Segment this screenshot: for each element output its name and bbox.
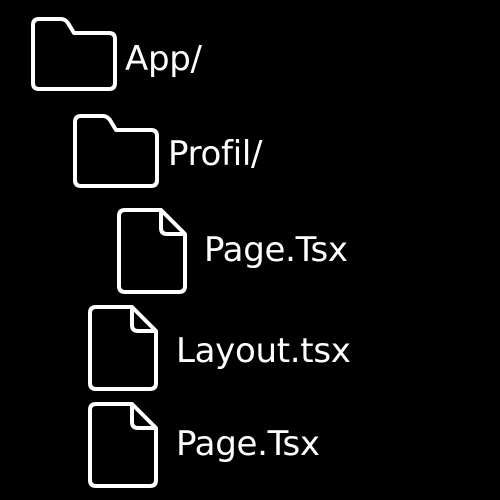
folder-icon — [73, 114, 159, 188]
tree-item-label: App/ — [125, 39, 202, 79]
tree-item-label: Profil/ — [168, 134, 263, 174]
folder-icon — [31, 17, 117, 91]
file-icon — [117, 208, 187, 294]
tree-item-label: Page.Tsx — [176, 424, 320, 464]
tree-item-label: Layout.tsx — [176, 331, 351, 371]
tree-item-label: Page.Tsx — [204, 230, 348, 270]
file-icon — [88, 402, 158, 488]
file-icon — [88, 305, 158, 391]
